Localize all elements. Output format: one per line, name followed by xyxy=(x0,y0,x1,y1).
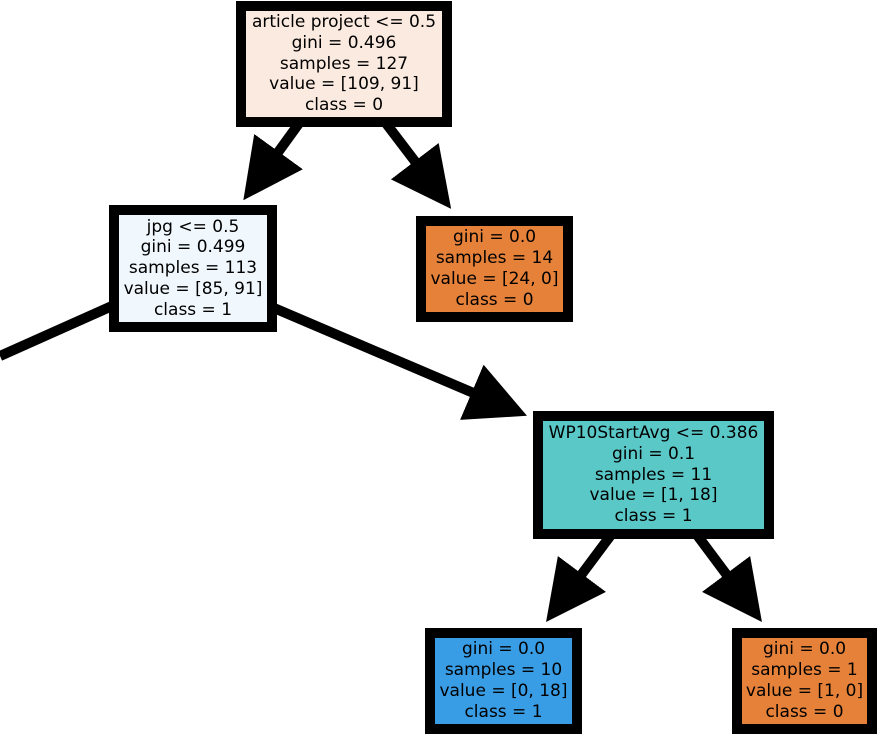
edge-wp10-to-leaf-blue xyxy=(546,532,616,623)
node-root: article project <= 0.5 gini = 0.496 samp… xyxy=(236,1,452,127)
node-root-gini: gini = 0.496 xyxy=(291,32,397,53)
node-leaf-orange-bottom: gini = 0.0 samples = 1 value = [1, 0] cl… xyxy=(732,628,877,734)
node-leaf-orange-bottom-gini: gini = 0.0 xyxy=(762,639,847,660)
edge-root-to-jpg xyxy=(243,119,305,201)
edge-jpg-to-wp10 xyxy=(272,303,527,420)
node-wp10-gini: gini = 0.1 xyxy=(611,443,696,464)
node-wp10-samples: samples = 11 xyxy=(594,464,713,485)
node-jpg-value: value = [85, 91] xyxy=(123,278,263,299)
node-leaf-right-top-value: value = [24, 0] xyxy=(430,269,559,289)
node-leaf-blue-gini: gini = 0.0 xyxy=(461,639,546,660)
node-jpg: jpg <= 0.5 gini = 0.499 samples = 113 va… xyxy=(109,205,277,332)
node-jpg-gini: gini = 0.499 xyxy=(140,237,246,258)
node-leaf-orange-bottom-value: value = [1, 0] xyxy=(745,681,864,701)
node-jpg-samples: samples = 113 xyxy=(128,258,258,279)
node-leaf-orange-bottom-samples: samples = 1 xyxy=(751,660,858,681)
node-wp10startavg: WP10StartAvg <= 0.386 gini = 0.1 samples… xyxy=(533,411,774,539)
edge-jpg-to-offscreen-left xyxy=(0,301,115,361)
node-leaf-orange-bottom-class: class = 0 xyxy=(765,701,844,722)
node-leaf-right-top-gini: gini = 0.0 xyxy=(452,227,537,248)
edge-root-to-leaf xyxy=(381,118,452,209)
node-jpg-class: class = 1 xyxy=(153,299,233,320)
node-leaf-right-top: gini = 0.0 samples = 14 value = [24, 0] … xyxy=(416,216,573,322)
node-wp10-value: value = [1, 18] xyxy=(589,485,718,506)
node-root-split: article project <= 0.5 xyxy=(251,12,437,32)
node-root-samples: samples = 127 xyxy=(279,53,409,74)
node-leaf-blue-samples: samples = 10 xyxy=(444,660,563,681)
node-leaf-blue-value: value = [0, 18] xyxy=(439,681,568,701)
node-root-class: class = 0 xyxy=(304,95,384,116)
node-root-value: value = [109, 91] xyxy=(269,74,419,95)
node-leaf-right-top-class: class = 0 xyxy=(455,289,534,310)
node-leaf-right-top-samples: samples = 14 xyxy=(435,248,554,269)
edge-wp10-to-leaf-orange xyxy=(692,532,762,623)
node-leaf-blue-class: class = 1 xyxy=(464,701,543,722)
node-wp10-split: WP10StartAvg <= 0.386 xyxy=(548,423,759,443)
node-jpg-split: jpg <= 0.5 xyxy=(146,216,240,237)
node-leaf-blue: gini = 0.0 samples = 10 value = [0, 18] … xyxy=(425,628,582,734)
node-wp10-class: class = 1 xyxy=(614,506,693,527)
